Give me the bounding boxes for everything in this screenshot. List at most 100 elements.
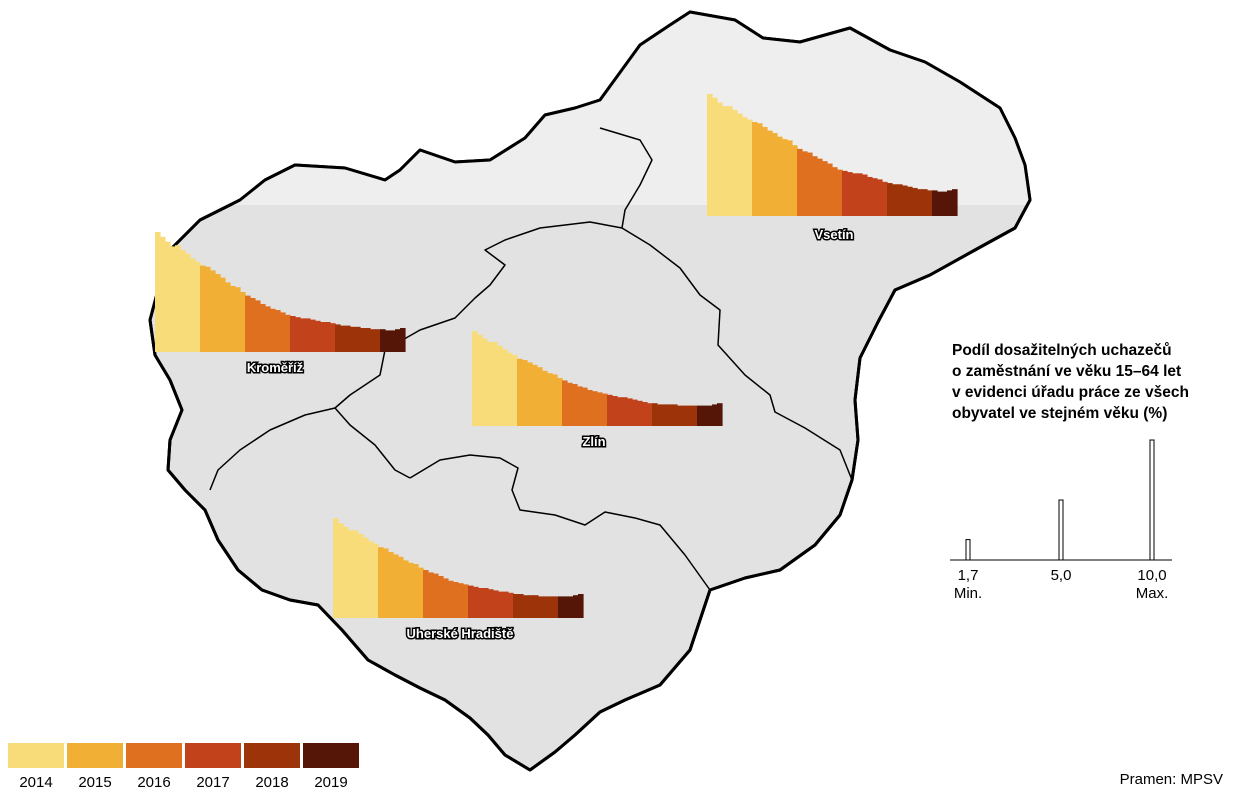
bar [503,591,509,618]
bar [523,595,529,618]
bar [782,139,788,216]
year-swatch-2017 [185,743,241,768]
bar [165,241,171,352]
bar [400,328,406,352]
bar [787,140,793,216]
bar [622,397,628,426]
bar [463,584,469,618]
bar [852,173,858,216]
bar [677,405,683,426]
scale-value: 5,0 [1050,567,1072,584]
bar [350,326,356,352]
scale-caption: Max. [1135,585,1169,602]
bar [837,169,843,216]
bar [395,329,401,352]
year-swatch-2014 [8,743,64,768]
bar [667,404,673,426]
bar [877,179,883,216]
bar [220,277,226,352]
bar [682,405,688,426]
scale-value: 10,0 [1137,567,1167,584]
bar [578,594,584,618]
bar [333,518,339,618]
scale-bar [1149,439,1155,561]
scale-max-label: 10,0 Max. [1122,567,1182,603]
bar [702,405,708,426]
bar [482,338,488,426]
bar [195,262,201,352]
bar [907,186,913,216]
bar [345,325,351,352]
scale-mid-label: 5,0 [1031,567,1091,585]
bar [508,592,514,618]
bar [310,319,316,352]
bar [330,323,336,352]
bar [488,589,494,618]
bar [697,405,703,426]
year-swatch-2018 [244,743,300,768]
bar [300,318,306,352]
bar [518,594,524,618]
year-swatch-2019 [303,743,359,768]
bar [517,358,523,426]
bar [180,250,186,352]
bar [390,330,396,352]
scale-caption: Min. [953,585,983,602]
bar [498,591,504,618]
bar [917,189,923,216]
bar [543,596,549,618]
scale-bar [965,539,971,561]
bar [185,253,191,352]
bar [857,173,863,216]
bar [175,245,181,352]
legend-title-line: o zaměstnání ve věku 15–64 let [952,363,1182,380]
bar [438,576,444,618]
bar [418,567,424,618]
bar [423,570,429,618]
bar [727,106,733,216]
bar [408,562,414,618]
bar [573,595,579,618]
bar [747,119,753,216]
bar [365,328,371,352]
bar [448,580,454,618]
bar [343,526,349,618]
bar [205,266,211,352]
year-label-2016: 2016 [137,774,171,791]
legend-title-line: Podíl dosažitelných uchazečů [952,342,1172,359]
bar [717,102,723,216]
bar [492,342,498,426]
bar [502,349,508,426]
bar [707,405,713,426]
bar [353,530,359,618]
bar [777,136,783,216]
bar [637,400,643,426]
bar [493,590,499,618]
bar [792,145,798,216]
chart-kromeriz [155,232,406,352]
bar [902,185,908,216]
bar [403,560,409,618]
bar [478,588,484,618]
bar [170,246,176,352]
bar [483,588,489,618]
bar [542,370,548,426]
bar [627,398,633,426]
border-zlin-uherske [409,454,711,591]
bar [557,378,563,426]
bar [832,167,838,216]
bar [797,148,803,216]
bar [762,126,768,216]
bar [568,596,574,618]
district-label-vsetin: Vsetín [814,227,853,242]
bar [320,322,326,352]
bar [807,152,813,216]
bar [275,310,281,352]
bar [325,322,331,352]
bar [942,191,948,216]
border-vsetin-zlin [599,127,853,481]
chart-zlin [472,331,723,426]
bar [210,270,216,352]
bar [812,156,818,216]
